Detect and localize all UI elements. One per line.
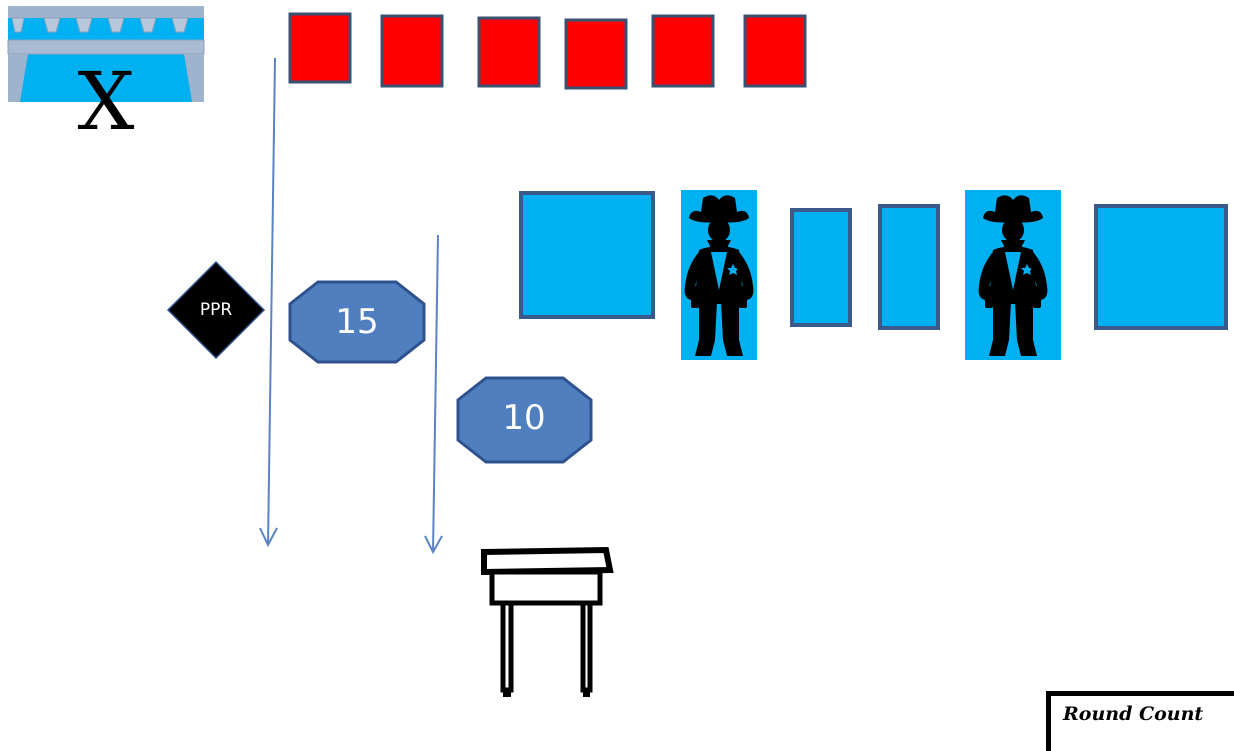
paper-target-row	[519, 190, 1228, 360]
paper-target	[519, 191, 655, 319]
paper-target	[790, 208, 852, 327]
paper-target	[1094, 204, 1228, 330]
movement-arrow	[424, 234, 443, 555]
steel-target	[380, 14, 444, 88]
steel-target	[564, 18, 628, 90]
paper-target	[878, 204, 940, 330]
table-icon	[481, 546, 614, 697]
movement-arrow	[259, 57, 278, 548]
round-count-box: Round Count	[1046, 691, 1234, 751]
steel-target	[743, 14, 807, 88]
stage-diagram: X PPR 15 10 Round Count	[7, 6, 1234, 751]
steel-target	[651, 14, 715, 88]
ppr-diamond	[166, 260, 266, 360]
distance-octagon-10	[456, 376, 593, 464]
steel-target	[288, 12, 352, 84]
steel-target-row	[288, 12, 807, 90]
round-count-label: Round Count	[1063, 703, 1204, 725]
cowboy-target	[681, 190, 757, 360]
steel-target	[477, 16, 541, 88]
cowboy-target	[965, 190, 1061, 360]
distance-octagon-15	[288, 280, 426, 364]
wagon-barricade-icon	[7, 6, 205, 102]
